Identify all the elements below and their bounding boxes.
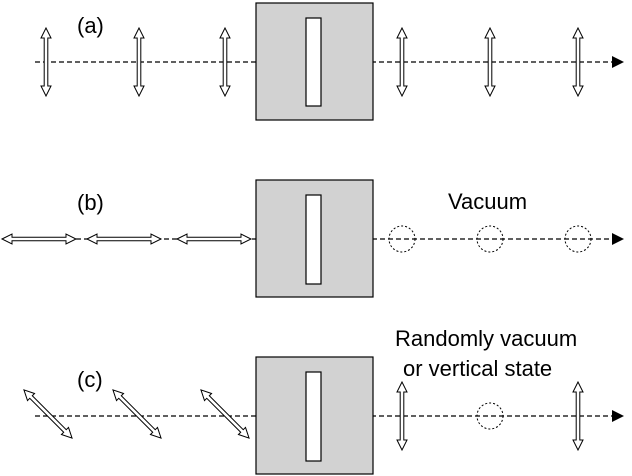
beam-arrowhead-a xyxy=(612,56,624,68)
row-b: (b) Vacuum xyxy=(1,179,624,298)
random-state-label-line1: Randomly vacuum xyxy=(395,326,577,351)
row-c: (c) Randomly vacuum or vertical state xyxy=(19,326,624,475)
beam-arrowhead-c xyxy=(612,410,624,422)
crystal-slab-c xyxy=(305,371,322,462)
vertical-polarization-arrow xyxy=(40,27,52,97)
row-a: (a) xyxy=(35,2,624,121)
horizontal-polarization-arrow xyxy=(1,233,77,245)
vacuum-label: Vacuum xyxy=(448,189,527,214)
label-c: (c) xyxy=(77,367,103,392)
diagonal-polarization-arrow xyxy=(108,385,166,443)
label-b: (b) xyxy=(77,190,104,215)
beam-arrowhead-b xyxy=(612,233,624,245)
label-a: (a) xyxy=(77,13,104,38)
diagonal-polarization-arrow xyxy=(19,385,77,443)
vacuum-circle xyxy=(476,225,504,253)
vacuum-circle xyxy=(388,225,416,253)
horizontal-polarization-arrow xyxy=(176,233,252,245)
diagonal-polarization-arrow xyxy=(196,385,254,443)
vacuum-circle xyxy=(476,402,504,430)
horizontal-polarization-arrow xyxy=(86,233,162,245)
crystal-slab-b xyxy=(305,194,322,285)
vacuum-circle xyxy=(564,225,592,253)
crystal-slab-a xyxy=(305,17,322,107)
random-state-label-line2: or vertical state xyxy=(403,356,552,381)
